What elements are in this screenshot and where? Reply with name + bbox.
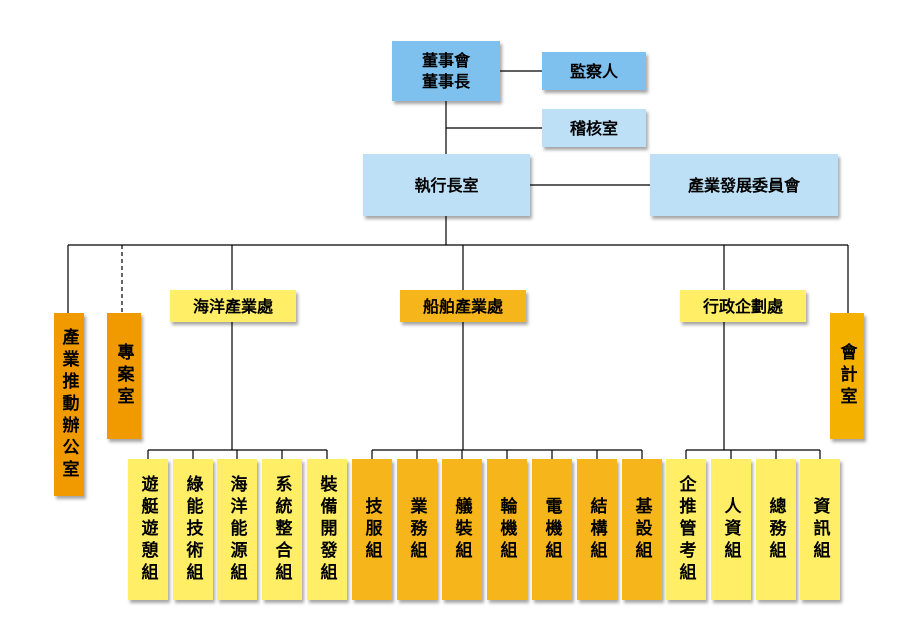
group-basic-design: 基設組	[622, 459, 662, 600]
group-general-affairs: 總務組	[756, 459, 796, 600]
project-office-box: 專案室	[107, 313, 141, 439]
group-outfitting: 艤裝組	[442, 459, 482, 600]
group-equipment-development: 裝備開發組	[307, 459, 347, 600]
group-business: 業務組	[397, 459, 437, 600]
group-technical-service: 技服組	[352, 459, 392, 600]
industry-committee-box: 產業發展委員會	[650, 154, 838, 216]
group-information: 資訊組	[800, 459, 840, 600]
group-system-integration: 系統整合組	[262, 459, 302, 600]
audit-box: 稽核室	[542, 109, 646, 147]
group-planning-evaluation: 企推管考組	[666, 459, 706, 600]
industry-promotion-office-box: 產業推動辦公室	[54, 313, 84, 496]
board-label: 董事會	[421, 51, 470, 70]
group-ocean-energy: 海洋能源組	[217, 459, 257, 600]
admin-division-box: 行政企劃處	[680, 290, 806, 322]
ship-division-box: 船舶產業處	[400, 290, 526, 322]
marine-division-box: 海洋產業處	[170, 290, 296, 322]
accounting-office-box: 會計室	[830, 313, 864, 439]
group-green-energy-tech: 綠能技術組	[173, 459, 213, 600]
group-marine-engineering: 輪機組	[487, 459, 527, 600]
group-yacht-recreation: 遊艇遊憩組	[128, 459, 168, 600]
supervisor-box: 監察人	[542, 52, 646, 90]
group-structure: 結構組	[577, 459, 617, 600]
chairman-label: 董事長	[421, 72, 470, 91]
group-human-resources: 人資組	[711, 459, 751, 600]
ceo-office-box: 執行長室	[363, 154, 530, 216]
board-box: 董事會 董事長	[392, 41, 500, 101]
group-electrical: 電機組	[532, 459, 572, 600]
